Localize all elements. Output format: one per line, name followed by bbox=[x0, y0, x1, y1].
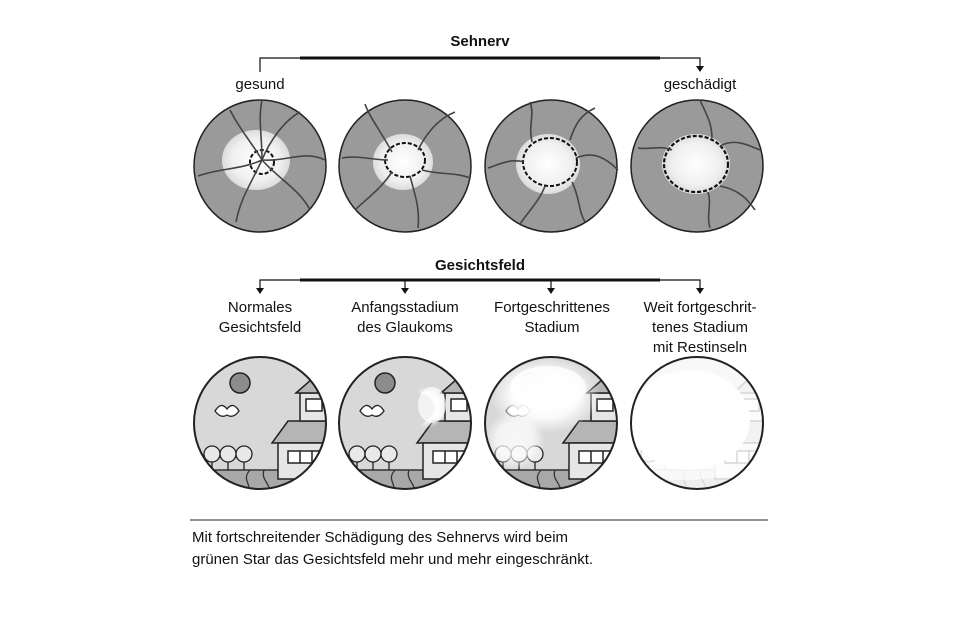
caption: Mit fortschreitender Schädigung des Sehn… bbox=[192, 529, 594, 568]
optic-nerve-bracket bbox=[259, 56, 704, 72]
visual-field-label-2: Anfangsstadium des Glaukoms bbox=[351, 299, 459, 336]
visual-field-far-advanced-stage bbox=[630, 356, 764, 490]
optic-disc-2 bbox=[338, 99, 472, 233]
visual-field-title: Gesichtsfeld bbox=[434, 257, 526, 274]
visual-field-label-1: Normales Gesichtsfeld bbox=[218, 299, 302, 336]
optic-nerve-label-healthy: gesund bbox=[235, 76, 285, 93]
optic-disc-3 bbox=[484, 99, 619, 233]
visual-field-early-stage bbox=[338, 356, 472, 490]
visual-field-bracket bbox=[256, 278, 704, 294]
visual-field-advanced-stage bbox=[484, 356, 618, 490]
visual-field-label-4: Weit fortgeschrit- tenes Stadium mit Res… bbox=[643, 299, 757, 356]
optic-nerve-label-damaged: geschädigt bbox=[663, 76, 737, 93]
optic-nerve-title: Sehnerv bbox=[450, 33, 510, 50]
optic-disc-1 bbox=[193, 99, 327, 233]
visual-field-normal bbox=[193, 356, 327, 490]
optic-disc-4 bbox=[630, 99, 764, 233]
visual-field-label-3: Fortgeschrittenes Stadium bbox=[494, 299, 610, 336]
